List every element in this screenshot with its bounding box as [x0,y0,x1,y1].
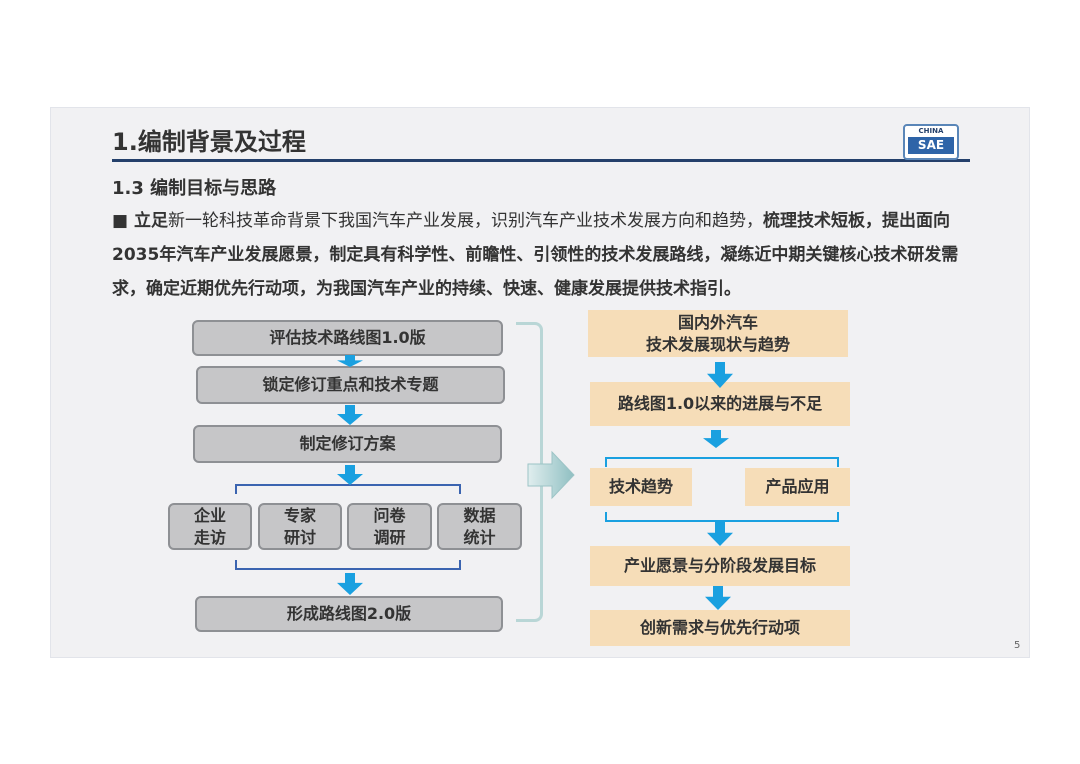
method-label: 专家 [283,505,316,525]
down-arrow-icon [337,405,363,425]
method-label: 企业 [193,505,226,525]
method-label: 数据 [463,505,496,525]
bullet-icon: ■ [112,211,129,231]
slide-title: 1.编制背景及过程 [112,128,306,156]
branch-product-application: 产品应用 [745,468,850,506]
step-progress-gaps: 路线图1.0以来的进展与不足 [590,382,850,426]
step-evaluate-roadmap: 评估技术路线图1.0版 [192,320,503,356]
para-bold-3: ，提出面向2035年汽车产业发展愿景，制定具有科学性、前瞻性、引领性的技术发展路… [112,211,959,299]
method-label: 问卷 [373,505,406,525]
step-status-line2: 技术发展现状与趋势 [645,334,790,354]
branch-tech-trends: 技术趋势 [590,468,692,506]
down-arrow-icon [337,355,363,367]
step-status-line1: 国内外汽车 [677,312,758,332]
title-divider [112,159,970,162]
step-form-roadmap-2: 形成路线图2.0版 [195,596,503,632]
para-normal: 新一轮科技革命背景下我国汽车产业发展，识别汽车产业技术发展方向和趋势， [167,211,763,231]
bracket-top [235,484,461,494]
down-arrow-icon [337,465,363,485]
para-bold-1: 立足 [133,211,168,231]
method-label: 统计 [463,527,496,547]
down-arrow-icon [707,522,733,546]
step-revision-plan: 制定修订方案 [193,425,502,463]
bracket-bottom-right [605,512,839,522]
down-arrow-icon [705,586,731,610]
method-box: 专家研讨 [258,503,342,550]
step-lock-focus: 锁定修订重点和技术专题 [196,366,505,404]
page-number: 5 [1014,640,1021,651]
big-right-arrow-icon [527,450,575,500]
method-box: 问卷调研 [347,503,432,550]
objective-paragraph: ■ 立足新一轮科技革命背景下我国汽车产业发展，识别汽车产业技术发展方向和趋势，梳… [112,204,968,306]
method-label: 研讨 [283,527,316,547]
step-status-trends: 国内外汽车技术发展现状与趋势 [588,310,848,357]
method-label: 调研 [373,527,406,547]
method-label: 走访 [193,527,226,547]
step-innovation-actions: 创新需求与优先行动项 [590,610,850,646]
logo-bottom: SAE [908,137,954,154]
section-subtitle: 1.3 编制目标与思路 [112,178,277,199]
step-vision-goals: 产业愿景与分阶段发展目标 [590,546,850,586]
bracket-bottom [235,560,461,570]
method-box: 企业走访 [168,503,252,550]
method-box: 数据统计 [437,503,522,550]
para-bold-2: 梳理技术短板 [762,211,865,231]
down-arrow-icon [337,573,363,595]
logo-top: CHINA [918,127,944,135]
china-sae-logo: CHINA SAE [903,124,959,160]
bracket-top-right [605,457,839,467]
down-arrow-icon [707,362,733,388]
down-arrow-icon [703,430,729,448]
